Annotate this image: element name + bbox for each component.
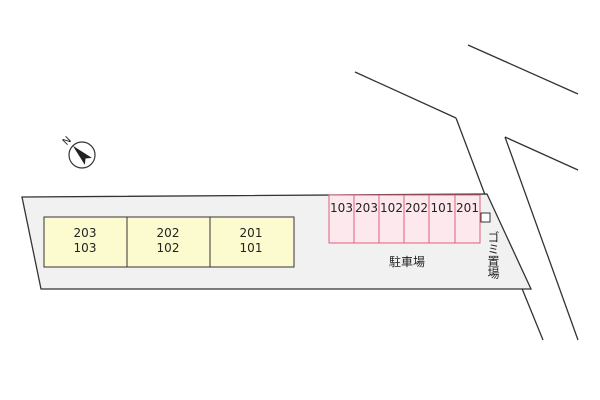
unit-number: 202 (157, 226, 180, 240)
road-edge (467, 44, 579, 95)
road-edge (455, 117, 488, 201)
unit-number: 102 (157, 241, 180, 255)
parking-space-number: 102 (380, 201, 403, 215)
north-arrow-icon: N (61, 135, 96, 169)
roads (354, 44, 579, 341)
road-edge (504, 136, 579, 341)
parking-space-number: 202 (405, 201, 428, 215)
road-edge (354, 71, 457, 119)
parking-area: 103 203 102 202 101 201 駐車場 (328, 194, 481, 269)
unit-number: 103 (74, 241, 97, 255)
parking-space-number: 203 (355, 201, 378, 215)
unit-number: 203 (74, 226, 97, 240)
building-outline (43, 216, 295, 268)
parking-label: 駐車場 (389, 254, 425, 269)
road-edge (504, 136, 579, 171)
parking-space-number: 101 (431, 201, 454, 215)
unit-number: 101 (240, 241, 263, 255)
garbage-area: ゴミ置場 (480, 212, 500, 280)
garbage-box (480, 212, 491, 223)
parking-space-number: 201 (456, 201, 479, 215)
building: 203 103 202 102 201 101 (43, 216, 295, 268)
unit-number: 201 (240, 226, 263, 240)
parking-space-number: 103 (330, 201, 353, 215)
garbage-label: ゴミ置場 (486, 230, 500, 280)
